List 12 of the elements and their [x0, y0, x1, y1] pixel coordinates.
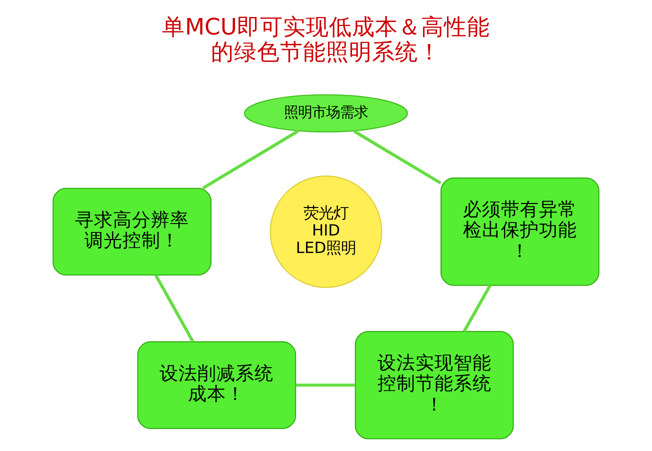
diagram-title: 单MCU即可实现低成本＆高性能的绿色节能照明系统！ — [162, 14, 490, 66]
node-box: 设法削减系统成本！ — [137, 341, 296, 429]
connector — [202, 130, 299, 190]
node-ellipse: 照明市场需求 — [244, 94, 408, 132]
connector — [154, 274, 194, 342]
node-circle: 荧光灯 HID LED照明 — [270, 175, 382, 288]
connector — [462, 284, 492, 332]
connector — [353, 130, 442, 184]
node-box: 必须带有异常检出保护功能！ — [440, 178, 600, 286]
node-box: 寻求高分辨率调光控制！ — [52, 188, 212, 276]
node-box: 设法实现智能控制节能系统！ — [354, 330, 514, 440]
connector — [296, 384, 356, 387]
